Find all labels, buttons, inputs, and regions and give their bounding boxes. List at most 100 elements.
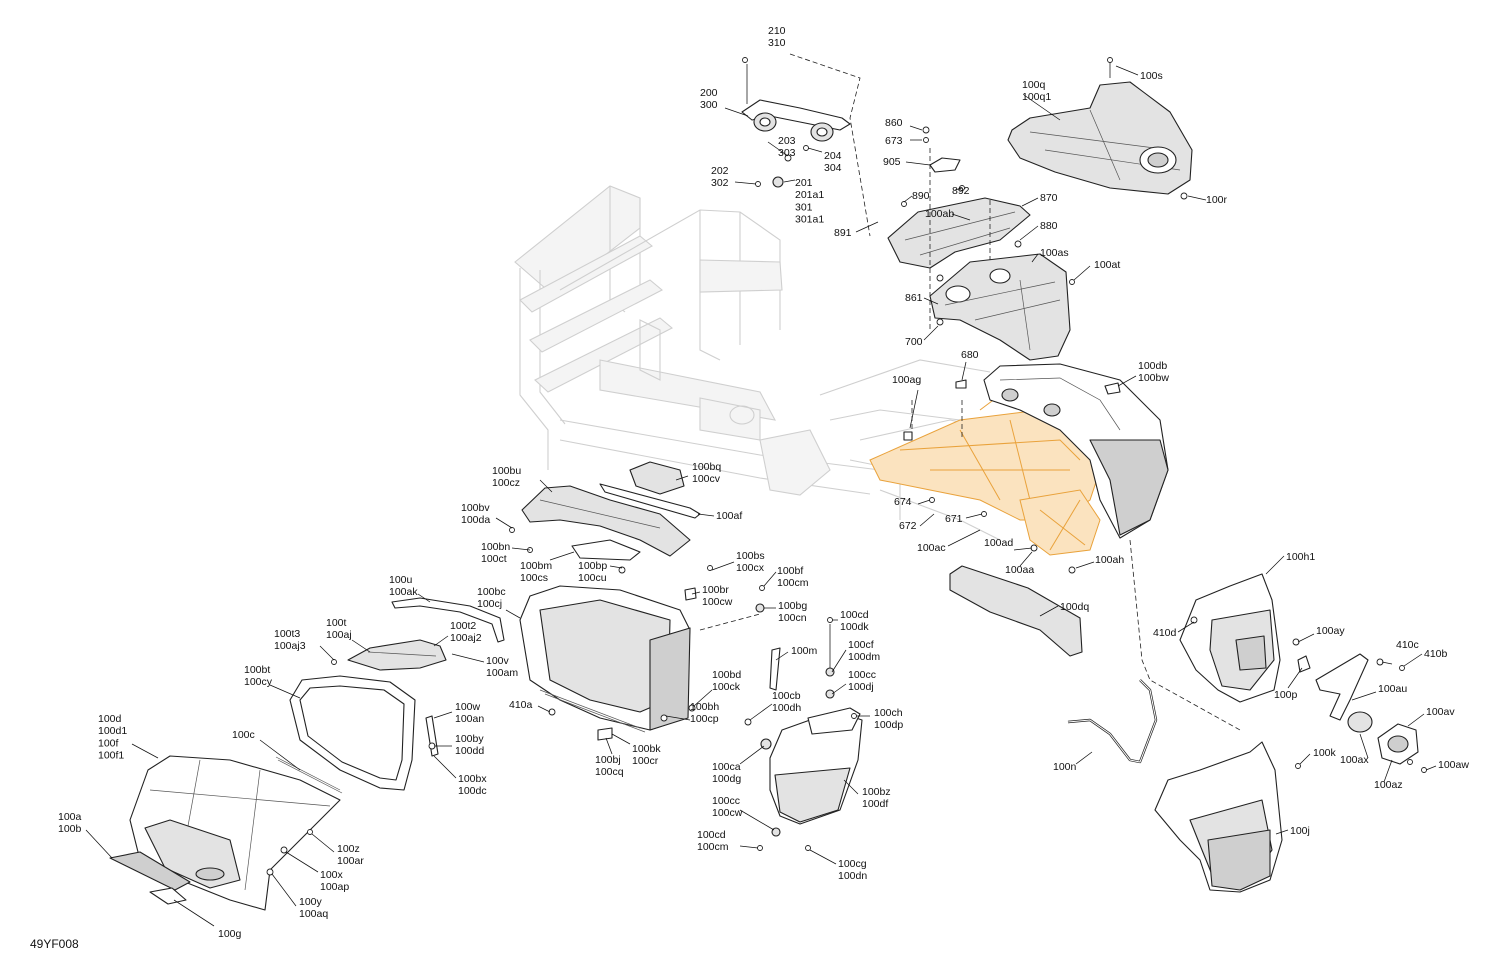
- callout-line: 100dn: [838, 870, 867, 882]
- callout-label-672: 672: [899, 520, 917, 532]
- callout-line: 100cc: [712, 795, 740, 807]
- callout-line: 100at: [1094, 259, 1120, 271]
- callout-line: 100bt: [244, 664, 270, 676]
- callout-label-100r: 100r: [1206, 194, 1228, 206]
- callout-line: 100bq: [692, 461, 721, 473]
- rear-subframe-highlight: [869, 394, 1101, 556]
- callout-label-860: 860: [885, 117, 903, 129]
- callout-label-100au: 100au: [1378, 683, 1407, 695]
- callout-line: 100an: [455, 713, 484, 725]
- wire-harness: [1067, 679, 1158, 764]
- callout-line: 891: [834, 227, 852, 239]
- callout-line: 201: [795, 177, 813, 189]
- callout-line: 302: [711, 177, 729, 189]
- callout-line: 905: [883, 156, 901, 168]
- callout-label-100as: 100as: [1040, 247, 1069, 259]
- callout-line: 100dg: [712, 773, 741, 785]
- callout-label-100ax: 100ax: [1340, 754, 1369, 766]
- callout-line: 870: [1040, 192, 1058, 204]
- callout-line: 100bv: [461, 502, 490, 514]
- callout-line: 100bm: [520, 560, 552, 572]
- callout-line: 100ca: [712, 761, 741, 773]
- callout-line: 100r: [1206, 194, 1228, 206]
- callout-line: 100a: [58, 811, 82, 823]
- callout-label-100az: 100az: [1374, 779, 1403, 791]
- callout-line: 100db: [1138, 360, 1167, 372]
- callout-line: 100n: [1053, 761, 1077, 773]
- vehicle-frame: [514, 185, 1001, 541]
- callout-line: 100aw: [1438, 759, 1469, 771]
- callout-line: 100ad: [984, 537, 1013, 549]
- callout-line: 100ab: [925, 208, 954, 220]
- callout-line: 100dh: [772, 702, 801, 714]
- callout-line: 100cm: [697, 841, 729, 853]
- callout-line: 100g: [218, 928, 242, 940]
- reference-code: 49YF008: [30, 937, 79, 951]
- callout-label-870: 870: [1040, 192, 1058, 204]
- callout-line: 100as: [1040, 247, 1069, 259]
- callout-label-100af: 100af: [716, 510, 742, 522]
- callout-line: 100bj: [595, 754, 621, 766]
- callout-label-674: 674: [894, 496, 912, 508]
- callout-line: 410b: [1424, 648, 1448, 660]
- callout-label-905: 905: [883, 156, 901, 168]
- callout-line: 100cy: [244, 676, 273, 688]
- callout-line: 100z: [337, 843, 360, 855]
- callout-label-673: 673: [885, 135, 903, 147]
- rear-trunk: [903, 363, 1241, 731]
- callout-line: 303: [778, 147, 796, 159]
- callout-line: 100b: [58, 823, 82, 835]
- callout-line: 100cd: [697, 829, 726, 841]
- callout-line: 100k: [1313, 747, 1337, 759]
- callout-line: 204: [824, 150, 842, 162]
- callout-line: 100aa: [1005, 564, 1034, 576]
- callout-label-100k: 100k: [1313, 747, 1337, 759]
- callout-line: 700: [905, 336, 923, 348]
- callout-label-891: 891: [834, 227, 852, 239]
- callout-line: 860: [885, 117, 903, 129]
- callout-label-680: 680: [961, 349, 979, 361]
- callout-label-100g: 100g: [218, 928, 242, 940]
- callout-line: 304: [824, 162, 842, 174]
- callout-line: 200: [700, 87, 718, 99]
- callout-line: 100af: [716, 510, 742, 522]
- lid-trim-parts: [275, 597, 505, 794]
- callout-line: 100aj2: [450, 632, 482, 644]
- callout-line: 100bs: [736, 550, 765, 562]
- callout-line: 100dc: [458, 785, 487, 797]
- callout-label-100dq: 100dq: [1060, 601, 1089, 613]
- callout-line: 410d: [1153, 627, 1177, 639]
- callout-line: 100cw: [712, 807, 743, 819]
- callout-line: 100am: [486, 667, 518, 679]
- callout-line: 100aj3: [274, 640, 306, 652]
- callout-line: 100p: [1274, 689, 1298, 701]
- callout-line: 880: [1040, 220, 1058, 232]
- callout-line: 100dj: [848, 681, 874, 693]
- callout-line: 100bd: [712, 669, 741, 681]
- callout-line: 100f: [98, 737, 119, 749]
- callout-line: 100cn: [778, 612, 807, 624]
- callout-line: 100ct: [481, 553, 507, 565]
- callout-label-892: 892: [952, 185, 970, 197]
- side-trim: [509, 461, 701, 574]
- callout-line: 100cb: [772, 690, 801, 702]
